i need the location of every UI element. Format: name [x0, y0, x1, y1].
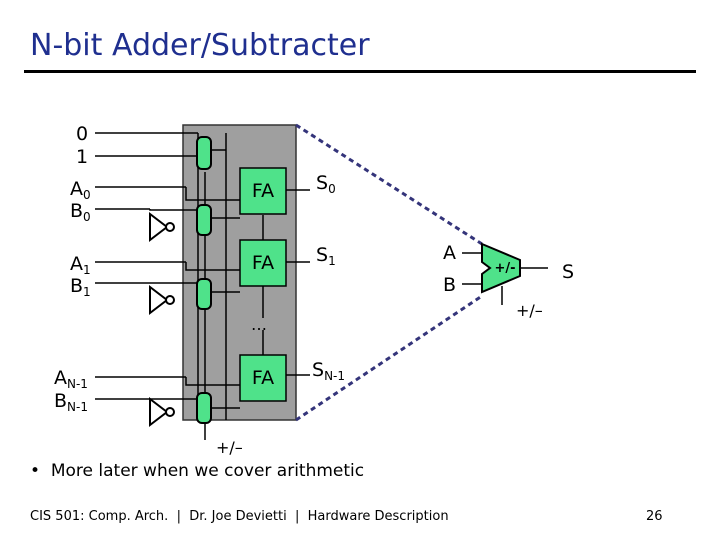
input-b0-label: B0 [70, 200, 91, 224]
footer-sep-2: | [294, 509, 300, 524]
bullet-point: • More later when we cover arithmetic [30, 461, 365, 481]
full-adder-0 [239, 167, 287, 215]
mux-bit0 [196, 204, 212, 236]
symbol-input-a: A [443, 242, 456, 264]
title-rule [24, 70, 696, 73]
footer-course: CIS 501: Comp. Arch. [30, 509, 169, 524]
inverter-bitn1 [149, 396, 169, 428]
input-b1-label: B1 [70, 275, 91, 299]
symbol-input-b: B [443, 274, 457, 296]
symbol-body-label: +/- [494, 261, 515, 276]
output-s1-label: S1 [316, 244, 336, 268]
full-adder-n1 [239, 354, 287, 402]
ellipsis: … [251, 315, 267, 334]
symbol-control-label: +/– [516, 301, 543, 320]
footer-topic: Hardware Description [307, 509, 449, 524]
input-zero-label: 0 [76, 123, 89, 145]
footer-sep-1: | [176, 509, 181, 524]
adder-symbol [481, 242, 521, 294]
input-a1-label: A1 [70, 253, 91, 277]
zoom-line-top [295, 123, 483, 246]
footer-author: Dr. Joe Devietti [189, 509, 287, 524]
input-an1-label: AN-1 [54, 367, 88, 391]
mux-bit1 [196, 278, 212, 310]
bullet-text: More later when we cover arithmetic [50, 461, 365, 481]
mux-top [196, 136, 212, 170]
zoom-line-bottom [295, 294, 483, 422]
fa-label-0: FA [252, 180, 274, 202]
inverter-bit1 [149, 284, 169, 316]
input-bn1-label: BN-1 [54, 390, 88, 414]
slide-title: N-bit Adder/Subtracter [30, 28, 370, 63]
output-sn1-label: SN-1 [312, 359, 346, 383]
control-label: +/– [216, 438, 243, 457]
slide-footer: CIS 501: Comp. Arch. | Dr. Joe Devietti … [30, 509, 449, 524]
fa-label-1: FA [252, 252, 274, 274]
fa-label-n1: FA [252, 367, 274, 389]
input-one-label: 1 [76, 146, 89, 168]
output-s0-label: S0 [316, 172, 336, 196]
page-number: 26 [646, 509, 663, 524]
full-adder-1 [239, 239, 287, 287]
mux-bitn1 [196, 392, 212, 424]
input-a0-label: A0 [70, 178, 91, 202]
inverter-bit0 [149, 211, 169, 243]
symbol-output-s: S [562, 261, 575, 283]
